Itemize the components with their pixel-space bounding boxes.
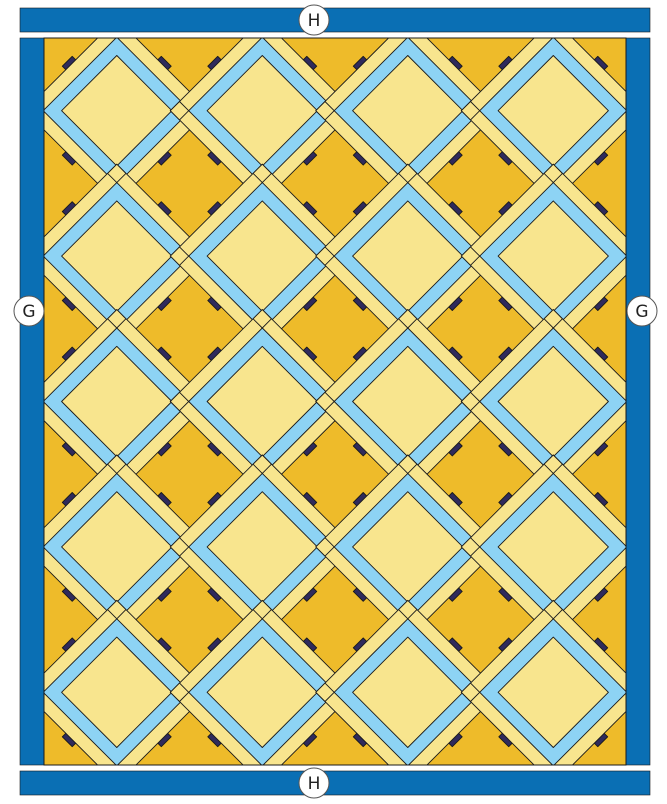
label-top-h: H — [299, 5, 329, 35]
quilt-center — [0, 0, 645, 784]
border-strip-g-right — [626, 38, 650, 765]
label-text-bottom: H — [308, 774, 321, 794]
label-text-top: H — [308, 11, 321, 31]
label-text-right: G — [635, 302, 648, 322]
border-strip-h-bottom — [20, 771, 650, 795]
label-right-g: G — [627, 296, 657, 326]
label-bottom-h: H — [299, 768, 329, 798]
label-left-g: G — [14, 296, 44, 326]
label-text-left: G — [22, 302, 35, 322]
border-strip-g-left — [20, 38, 44, 765]
border-strip-h-top — [20, 8, 650, 32]
